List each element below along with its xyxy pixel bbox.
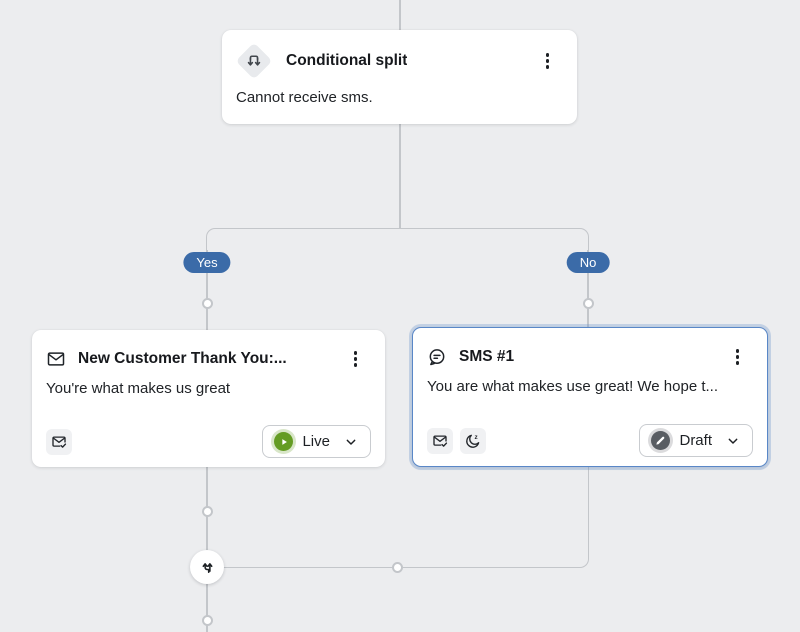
connector-line-yes bbox=[206, 250, 208, 331]
split-arrows-icon bbox=[235, 42, 273, 80]
email-check-icon bbox=[46, 428, 72, 455]
node-preview: You're what makes us great bbox=[46, 379, 231, 397]
email-check-icon bbox=[427, 427, 453, 454]
kebab-menu-icon[interactable] bbox=[348, 347, 364, 371]
status-dropdown-live[interactable]: Live bbox=[262, 425, 371, 458]
connector-dot bbox=[201, 297, 213, 309]
sms-node[interactable]: SMS #1 You are what makes use great! We … bbox=[412, 327, 768, 467]
merge-node[interactable] bbox=[190, 550, 224, 584]
node-title: SMS #1 bbox=[459, 347, 515, 365]
status-dropdown-draft[interactable]: Draft bbox=[639, 424, 753, 457]
chevron-down-icon bbox=[725, 433, 741, 449]
kebab-menu-icon[interactable] bbox=[540, 49, 556, 73]
kebab-menu-icon[interactable] bbox=[730, 345, 746, 369]
status-label: Live bbox=[302, 433, 330, 450]
node-description: Cannot receive sms. bbox=[236, 89, 373, 106]
connector-line bbox=[399, 123, 401, 229]
node-title: New Customer Thank You:... bbox=[78, 349, 287, 367]
pencil-icon bbox=[651, 431, 671, 450]
connector-dot bbox=[201, 505, 213, 517]
node-title: Conditional split bbox=[286, 52, 408, 69]
status-label: Draft bbox=[679, 432, 712, 449]
connector-merge bbox=[206, 467, 589, 568]
email-icon bbox=[46, 349, 66, 369]
connector-dot bbox=[582, 297, 594, 309]
branch-badge-no: No bbox=[566, 252, 610, 273]
moon-snooze-icon: z bbox=[460, 427, 486, 454]
connector-dot bbox=[201, 614, 213, 626]
connector-split bbox=[206, 228, 589, 252]
node-preview: You are what makes use great! We hope t.… bbox=[427, 377, 719, 395]
svg-text:z: z bbox=[475, 433, 478, 440]
connector-line bbox=[206, 466, 208, 632]
connector-dot bbox=[391, 561, 403, 573]
conditional-split-node[interactable]: Conditional split Cannot receive sms. bbox=[222, 30, 577, 124]
branch-badge-yes: Yes bbox=[183, 252, 231, 273]
connector-line bbox=[399, 0, 401, 31]
email-node[interactable]: New Customer Thank You:... You're what m… bbox=[32, 330, 385, 467]
play-icon bbox=[274, 432, 294, 451]
merge-arrows-icon bbox=[198, 558, 217, 577]
sms-bubble-icon bbox=[427, 347, 447, 367]
chevron-down-icon bbox=[343, 434, 359, 450]
connector-line-no bbox=[587, 250, 589, 328]
